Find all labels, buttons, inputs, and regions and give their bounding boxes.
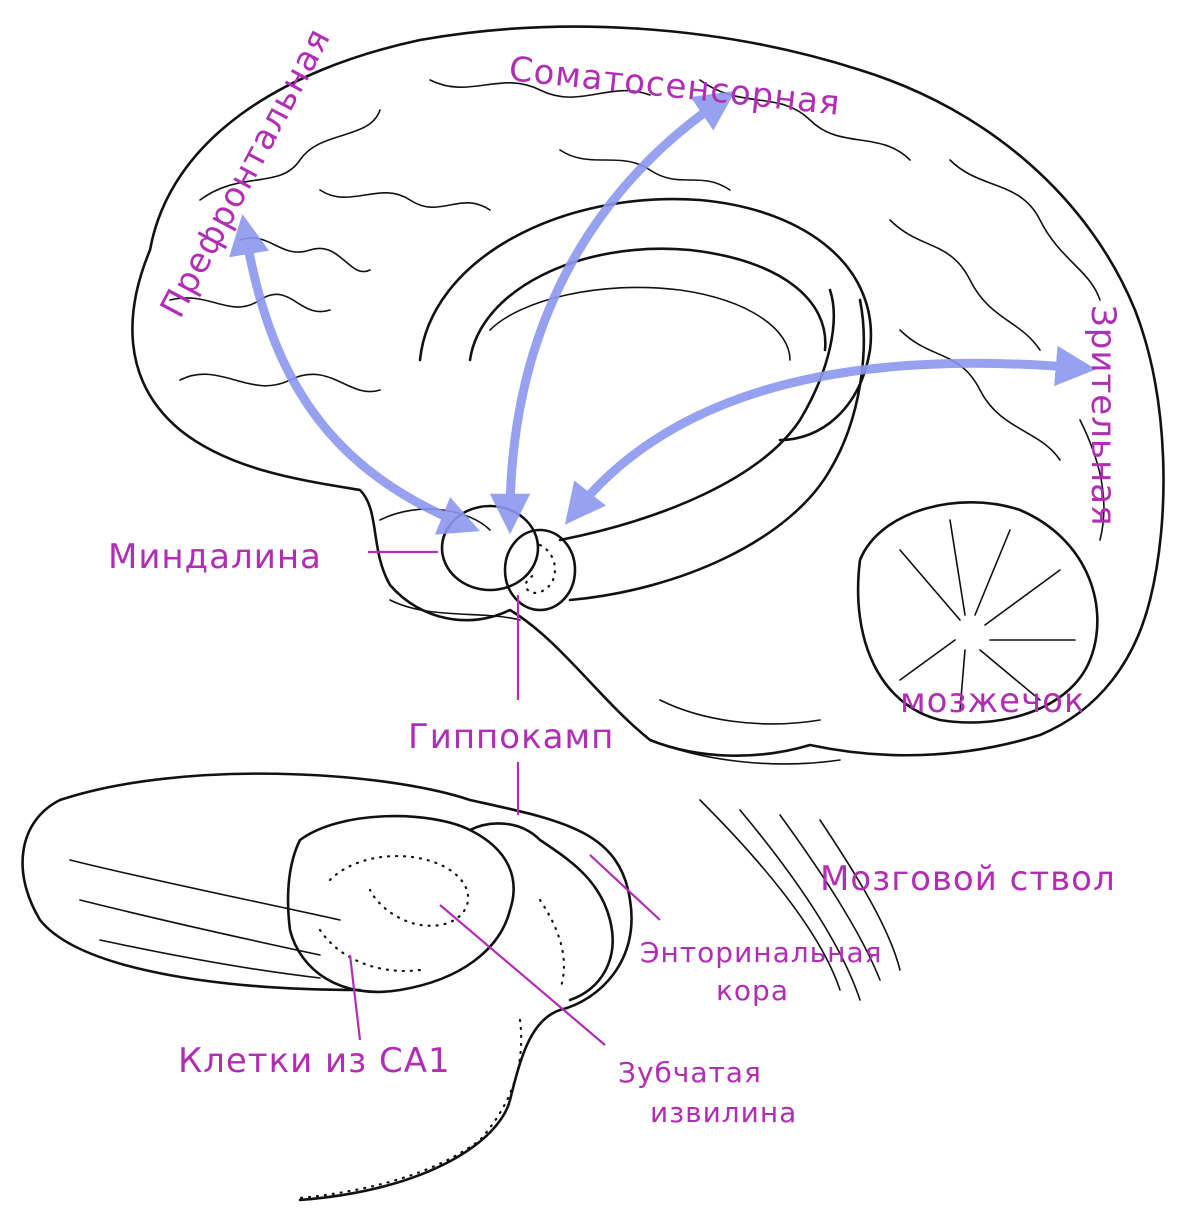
arrow-prefrontal — [245, 230, 465, 525]
labels: Соматосенсорная Префронтальная Зрительна… — [108, 21, 1123, 1129]
label-entorhinal-line2: кора — [716, 974, 789, 1007]
arrow-visual — [575, 363, 1080, 512]
label-dentate-line2: извилина — [650, 1096, 797, 1129]
brain-drawing — [132, 27, 1163, 1000]
label-hippocampus: Гиппокамп — [408, 717, 614, 757]
label-visual: Зрительная — [1083, 305, 1123, 527]
label-somatosensory: Соматосенсорная — [507, 49, 842, 124]
label-brainstem: Мозговой ствол — [820, 859, 1116, 899]
hippocampus-enlargement — [23, 774, 632, 1200]
label-entorhinal-line1: Энторинальная — [640, 936, 882, 969]
label-ca1: Клетки из CA1 — [178, 1041, 451, 1081]
arrow-somatosensory — [510, 100, 722, 518]
label-amygdala: Миндалина — [108, 537, 322, 577]
label-prefrontal: Префронтальная — [153, 21, 339, 324]
label-cerebellum: мозжечок — [900, 681, 1086, 721]
label-dentate-line1: Зубчатая — [618, 1056, 762, 1089]
